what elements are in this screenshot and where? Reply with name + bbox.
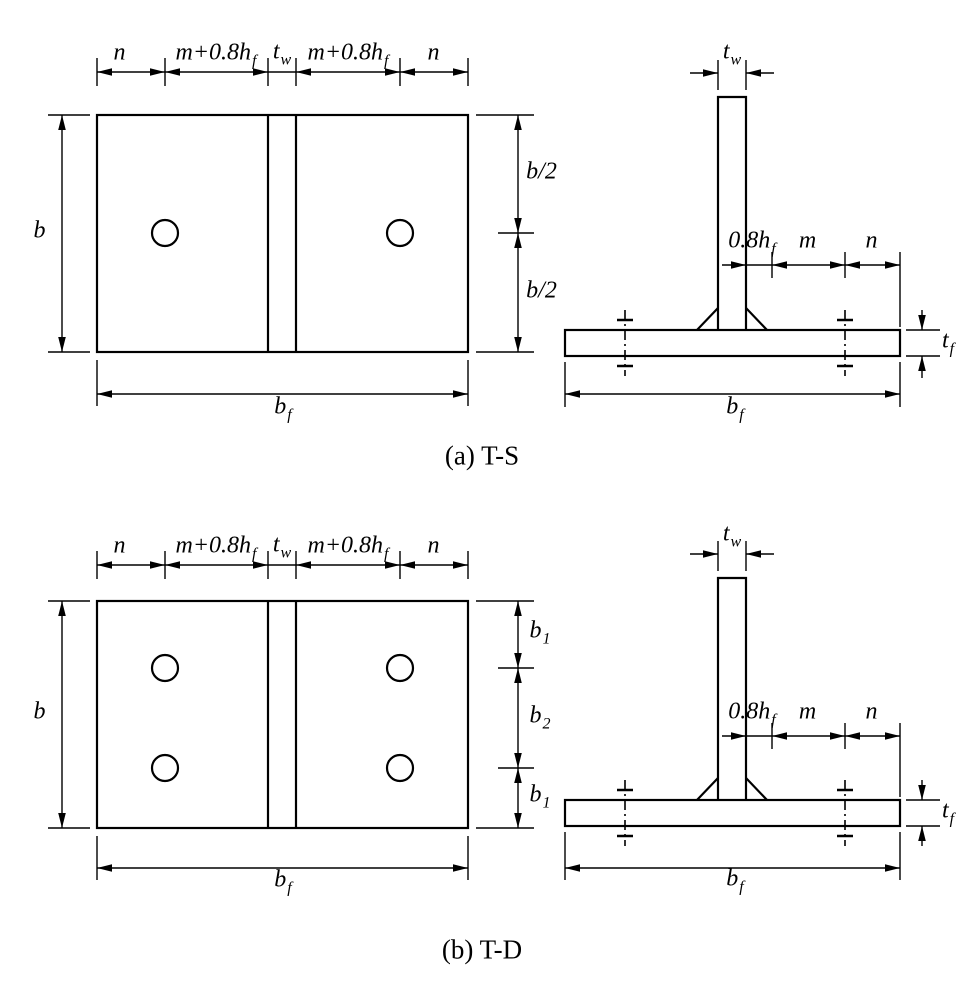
bolt-hole [150, 753, 180, 783]
figure-caption-b: (b) T-D [441, 934, 523, 965]
dim-label-m-left-a: m+0.8hf [175, 39, 257, 70]
dim-label-bf-elev-b: bf [726, 865, 744, 896]
dim-label-b1-bottom-b: b1 [529, 781, 551, 812]
dim-label-tw-elev-b: tw [722, 520, 742, 551]
extension-lines [96, 836, 469, 880]
dim-label-n-left-a: n [113, 39, 126, 66]
dim-label-tw-plan-a: tw [272, 38, 292, 69]
extension-lines [771, 723, 901, 797]
extension-lines [476, 600, 534, 829]
bolt-ticks [617, 318, 633, 368]
extension-lines [771, 252, 901, 327]
bolt-symbol [617, 780, 633, 846]
web-lines [266, 115, 298, 352]
bolt-symbol [837, 780, 853, 846]
extension-lines [906, 329, 940, 357]
dim-label-b2-bottom-a: b/2 [526, 277, 557, 304]
plan-view-a [95, 113, 470, 354]
dim-label-m-right-a: m+0.8hf [307, 39, 389, 70]
web-outline [716, 95, 748, 330]
bolt-symbol [617, 310, 633, 376]
weld-lines [696, 307, 768, 331]
bolt-ticks [837, 788, 853, 838]
dim-label-m-elev-a: m [798, 227, 817, 254]
bolt-hole [385, 218, 415, 248]
bolt-hole [385, 753, 415, 783]
dim-label-n-right-a: n [427, 39, 440, 66]
dim-label-b1-top-b: b1 [529, 617, 551, 648]
dim-label-tf-b: tf [941, 797, 955, 828]
extension-lines [564, 832, 901, 880]
dim-label-bf-plan-a: bf [274, 393, 292, 424]
bolt-hole [150, 653, 180, 683]
web-lines [266, 601, 298, 828]
flange-outline [563, 798, 902, 828]
dim-label-b2-top-a: b/2 [526, 158, 557, 185]
dim-label-m-left-b: m+0.8hf [175, 532, 257, 563]
dim-label-bf-plan-b: bf [274, 866, 292, 897]
end-plate-outline [95, 599, 470, 830]
dim-label-b-b: b [33, 698, 46, 725]
elevation-view-a [563, 95, 902, 376]
dim-label-n-elev-a: n [865, 227, 878, 254]
dim-label-08hf-b: 0.8hf [728, 698, 776, 729]
dim-label-tw-plan-b: tw [272, 531, 292, 562]
bolt-ticks [837, 318, 853, 368]
dim-label-08hf-a: 0.8hf [728, 227, 776, 258]
dim-label-b-a: b [33, 217, 46, 244]
extension-lines [96, 360, 469, 406]
dim-label-n-elev-b: n [865, 698, 878, 725]
flange-outline [563, 328, 902, 358]
dim-label-n-right-b: n [427, 532, 440, 559]
bolt-hole [385, 653, 415, 683]
dim-label-m-elev-b: m [798, 698, 817, 725]
dim-label-m-right-b: m+0.8hf [307, 532, 389, 563]
elevation-dims-b [564, 541, 940, 880]
end-plate-outline [95, 113, 470, 354]
web-outline [716, 576, 748, 800]
dim-label-tf-a: tf [941, 327, 955, 358]
dim-label-n-left-b: n [113, 532, 126, 559]
elevation-view-b [563, 576, 902, 846]
elevation-dims-a [564, 60, 940, 407]
extension-lines [476, 114, 534, 353]
extension-lines [906, 799, 940, 827]
extension-lines [48, 114, 90, 353]
weld-lines [696, 777, 768, 801]
dim-label-b2-mid-b: b2 [529, 702, 551, 733]
plan-dims-b [48, 551, 534, 880]
extension-lines [48, 600, 90, 829]
extension-lines [564, 362, 901, 407]
plan-view-b [95, 599, 470, 830]
plan-dims-a [48, 58, 534, 406]
bolt-ticks [617, 788, 633, 838]
dim-label-bf-elev-a: bf [726, 393, 744, 424]
bolt-symbol [837, 310, 853, 376]
bolt-hole [150, 218, 180, 248]
dim-label-tw-elev-a: tw [722, 38, 742, 69]
figure-caption-a: (a) T-S [444, 440, 520, 471]
